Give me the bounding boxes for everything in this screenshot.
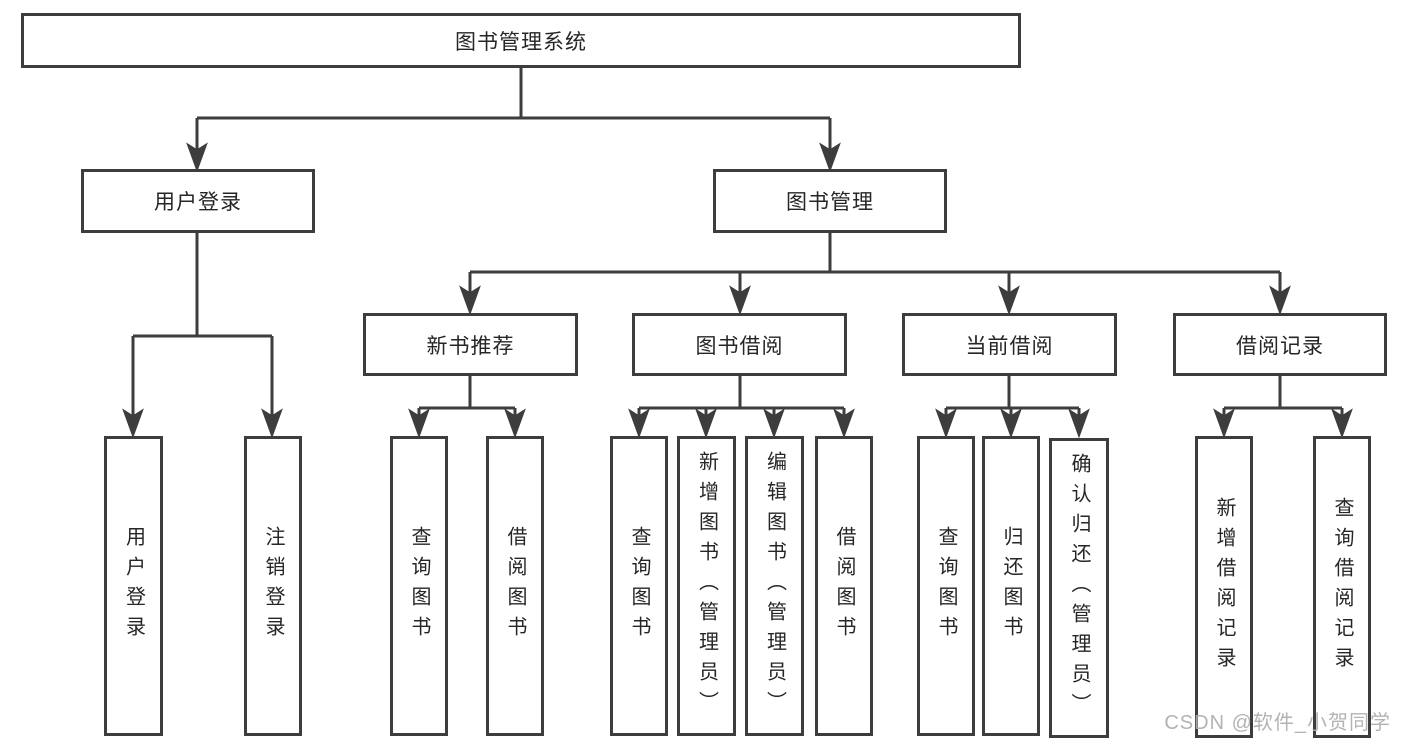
leaf-query-borrow-record: 查询借阅记录 <box>1313 436 1371 738</box>
leaf-edit-books-admin: 编辑图书（管理员） <box>745 436 804 736</box>
arrowhead <box>998 285 1020 316</box>
arrowhead <box>408 408 430 439</box>
edge-root-to-level2 <box>186 66 841 173</box>
arrowhead <box>122 408 144 439</box>
arrowhead <box>763 408 785 439</box>
arrowhead <box>695 408 717 439</box>
arrowhead <box>1213 408 1235 439</box>
node-book-management: 图书管理 <box>713 169 947 233</box>
leaf-add-books-admin: 新增图书（管理员） <box>677 436 736 736</box>
arrowhead <box>186 142 208 173</box>
arrowhead <box>261 408 283 439</box>
arrowhead <box>833 408 855 439</box>
edge-current-borrowing-to-leaves <box>935 374 1090 439</box>
node-book-borrowing: 图书借阅 <box>632 313 847 376</box>
arrowhead <box>504 408 526 439</box>
arrowhead <box>1331 408 1353 439</box>
arrowhead <box>1068 408 1090 439</box>
node-user-login: 用户登录 <box>81 169 315 233</box>
node-current-borrowing: 当前借阅 <box>902 313 1117 376</box>
node-root: 图书管理系统 <box>21 13 1021 68</box>
arrowhead <box>459 285 481 316</box>
leaf-borrow-books-borrowing: 借阅图书 <box>815 436 873 736</box>
edge-book-management-to-level3 <box>459 231 1291 316</box>
arrowhead <box>935 408 957 439</box>
leaf-borrow-books-recommend: 借阅图书 <box>486 436 544 736</box>
arrowhead <box>628 408 650 439</box>
leaf-query-books-recommend: 查询图书 <box>390 436 448 736</box>
node-borrow-records: 借阅记录 <box>1173 313 1387 376</box>
arrowhead <box>1269 285 1291 316</box>
leaf-return-books: 归还图书 <box>982 436 1040 736</box>
csdn-watermark: CSDN @软件_小贺同学 <box>1164 712 1391 734</box>
edge-user-login-to-leaves <box>122 231 283 439</box>
leaf-add-borrow-record: 新增借阅记录 <box>1195 436 1253 738</box>
edge-new-book-recommend-to-leaves <box>408 374 526 439</box>
leaf-query-books-borrowing: 查询图书 <box>610 436 668 736</box>
leaf-logout: 注销登录 <box>244 436 302 736</box>
arrowhead <box>729 285 751 316</box>
arrowhead <box>819 142 841 173</box>
leaf-confirm-return-admin: 确认归还（管理员） <box>1049 438 1109 738</box>
edge-borrow-records-to-leaves <box>1213 374 1353 439</box>
arrowhead <box>1000 408 1022 439</box>
node-new-book-recommend: 新书推荐 <box>363 313 578 376</box>
edge-book-borrowing-to-leaves <box>628 374 855 439</box>
leaf-query-books-current: 查询图书 <box>917 436 975 736</box>
leaf-user-login: 用户登录 <box>104 436 163 736</box>
